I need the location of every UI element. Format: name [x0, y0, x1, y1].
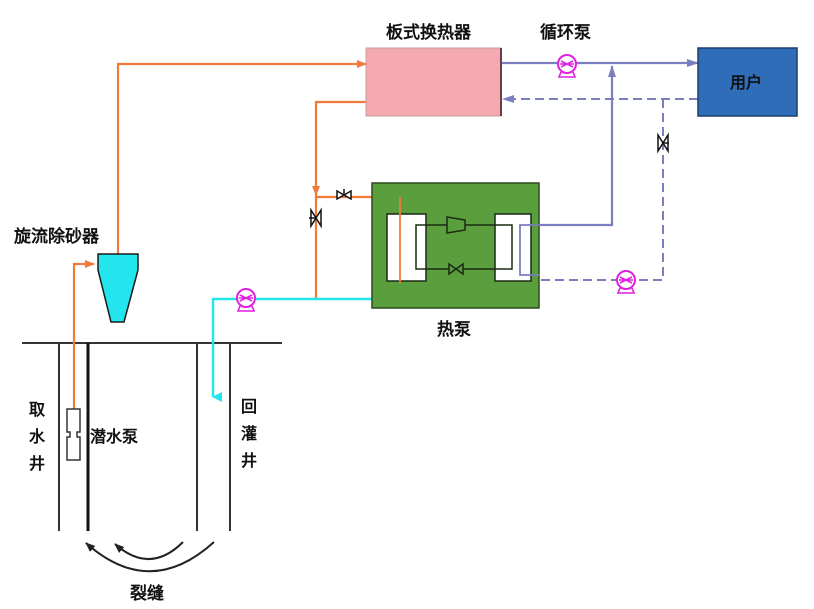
- ground-and-wells: [22, 342, 282, 531]
- pipe-return-to-heat-pump: [540, 99, 664, 281]
- fracture-label: 裂缝: [129, 583, 164, 604]
- plate-heat-exchanger[interactable]: [365, 47, 502, 117]
- groundwater-supply-line: [72, 60, 402, 410]
- heat-pump[interactable]: [371, 182, 540, 309]
- extraction-well-label-3: 井: [29, 454, 45, 473]
- pipe-pump-to-desander: [72, 260, 95, 410]
- fracture-arrow-outer: [85, 541, 215, 573]
- valve-hx-bypass[interactable]: [309, 207, 322, 229]
- pipe-heat-pump-to-supply: [518, 65, 616, 227]
- fracture-flow-arrows: [85, 541, 215, 573]
- valve-user-return[interactable]: [657, 132, 669, 154]
- pipe-hx-outlet-down: [312, 100, 366, 196]
- condenser-inner-pipe: [519, 224, 540, 276]
- submersible-pump-label: 潜水泵: [90, 427, 138, 446]
- heat-pump-loop-pump-icon[interactable]: [616, 270, 636, 294]
- circulation-pump-icon[interactable]: [557, 54, 577, 78]
- cyclone-desander[interactable]: [97, 253, 139, 323]
- circulation-pump-label: 循环泵: [540, 22, 591, 43]
- extraction-well-label-1: 取: [29, 400, 45, 419]
- return-arrow-head: [502, 95, 514, 103]
- extraction-well-label-2: 水: [29, 427, 46, 446]
- user-label: 用户: [730, 73, 762, 92]
- heat-pump-label: 热泵: [437, 319, 471, 340]
- recharge-well-label-2: 灌: [241, 424, 257, 443]
- user-return-line: [506, 98, 698, 281]
- fracture-arrow-inner: [114, 541, 184, 560]
- compressor-icon: [446, 216, 466, 234]
- pipe-desander-to-hx: [116, 60, 367, 254]
- submersible-pump[interactable]: [66, 408, 81, 461]
- recharge-well-label-1: 回: [241, 397, 257, 416]
- recharge-well-label-3: 井: [241, 451, 257, 470]
- condenser: [494, 213, 532, 282]
- user-box[interactable]: [697, 47, 798, 117]
- expansion-valve-icon: [448, 262, 464, 276]
- plate-heat-exchanger-label: 板式换热器: [386, 22, 472, 43]
- return-pump-icon[interactable]: [236, 288, 256, 312]
- valve-heat-pump-inlet[interactable]: [336, 189, 352, 201]
- cyclone-desander-label: 旋流除砂器: [13, 226, 100, 247]
- evaporator: [386, 213, 427, 282]
